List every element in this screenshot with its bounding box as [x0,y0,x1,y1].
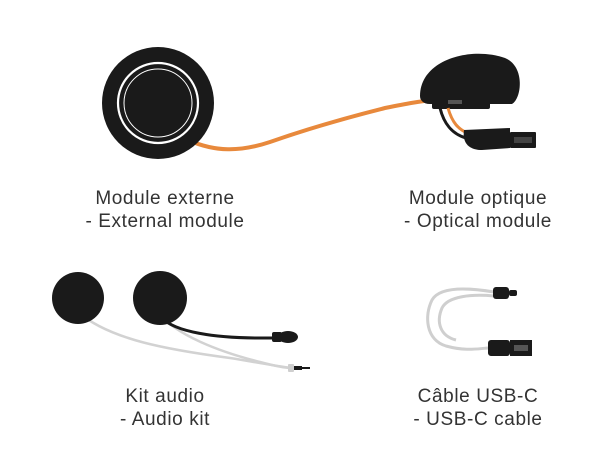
speaker-icon [133,271,187,325]
optical-module-icon [420,53,536,150]
external-module-caption: Module externe - External module [40,187,290,233]
audio-kit-caption: Kit audio - Audio kit [40,385,290,431]
audio-kit-icon [52,271,310,372]
caption-line-french: Kit audio [125,386,205,407]
optical-module-caption: Module optique - Optical module [368,187,588,233]
caption-line-english: - External module [85,211,245,232]
caption-line-english: - USB-C cable [413,409,543,430]
caption-line-french: Module optique [408,188,548,209]
usb-c-cable-caption: Câble USB-C - USB-C cable [368,385,588,431]
orange-cable [186,98,437,152]
caption-line-french: Câble USB-C [417,386,539,407]
speaker-icon [52,272,104,324]
audio-jack-icon [288,364,310,372]
microphone-icon [272,331,298,343]
caption-line-french: Module externe [95,188,235,209]
external-module-icon [102,47,214,159]
usb-c-cable-icon [426,287,532,356]
caption-line-english: - Audio kit [119,409,211,430]
caption-line-english: - Optical module [404,211,552,232]
